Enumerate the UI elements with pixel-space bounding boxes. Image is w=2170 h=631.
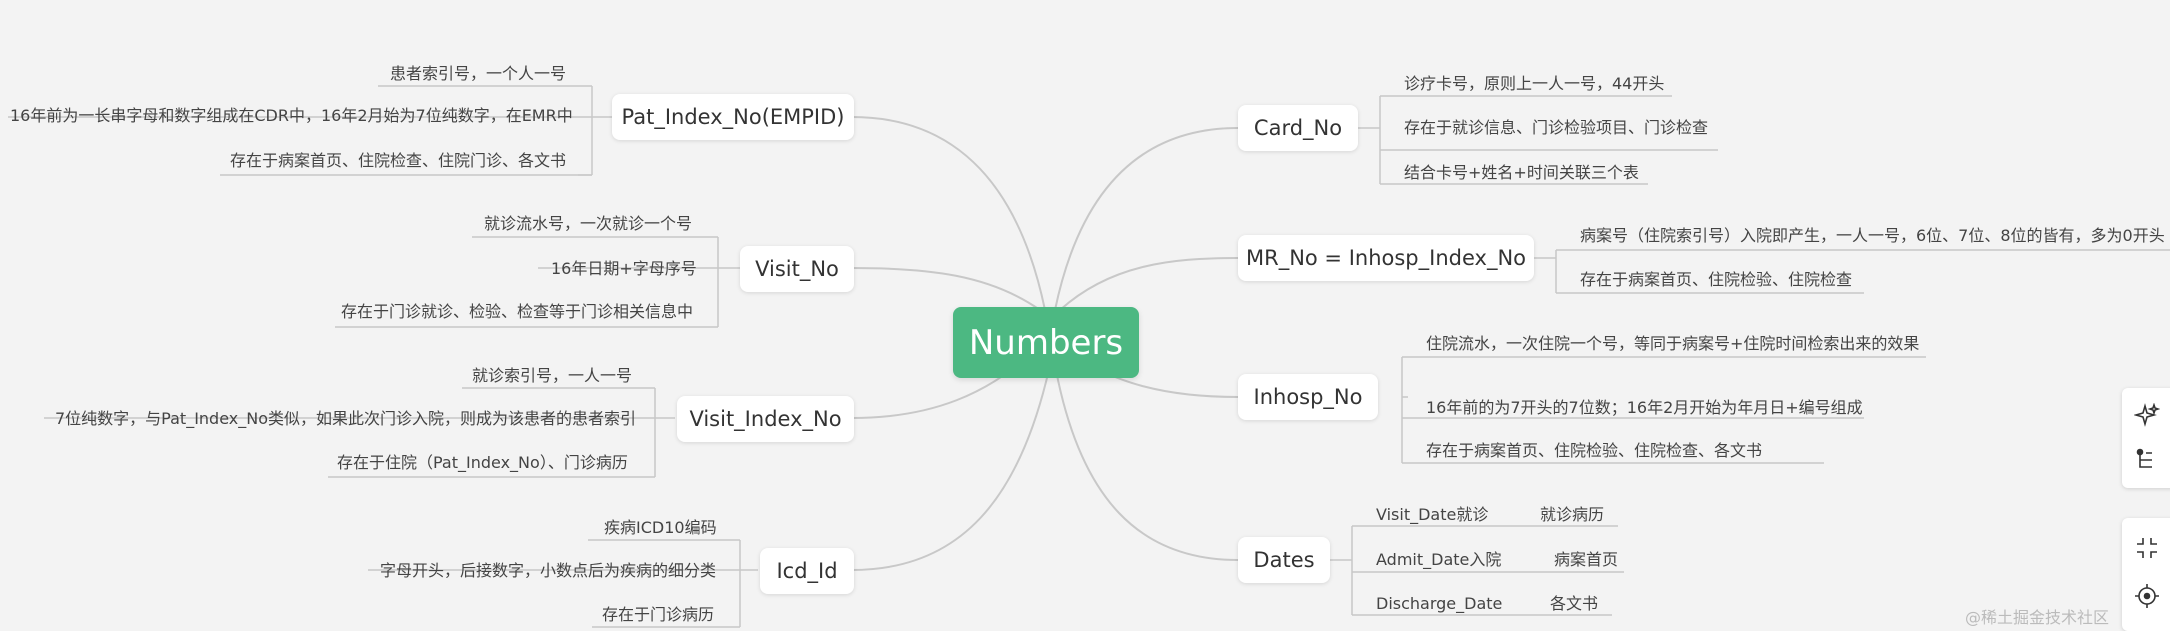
leaf-card-3[interactable]: 结合卡号+姓名+时间关联三个表 — [1404, 163, 1639, 182]
topic-pat-index-no[interactable]: Pat_Index_No(EMPID) — [612, 94, 854, 140]
topic-label: Card_No — [1253, 116, 1343, 140]
leaf-dates-discharge-note[interactable]: 各文书 — [1550, 594, 1599, 613]
topic-dates[interactable]: Dates — [1238, 537, 1330, 583]
leaf-dates-admit-name[interactable]: Admit_Date入院 — [1376, 550, 1502, 569]
topic-label: MR_No = Inhosp_Index_No — [1245, 246, 1526, 270]
topic-icd-id[interactable]: Icd_Id — [760, 548, 854, 594]
topic-label: Pat_Index_No(EMPID) — [621, 105, 845, 129]
leaf-mr-2[interactable]: 存在于病案首页、住院检验、住院检查 — [1580, 270, 1853, 289]
leaf-icd-3[interactable]: 存在于门诊病历 — [602, 605, 715, 624]
topic-inhosp-no[interactable]: Inhosp_No — [1238, 374, 1378, 420]
leaf-visit-index-3[interactable]: 存在于住院（Pat_Index_No）、门诊病历 — [337, 453, 628, 472]
leaf-visit-index-2[interactable]: 7位纯数字，与Pat_Index_No类似，如果此次门诊入院，则成为该患者的患者… — [55, 409, 636, 428]
leaf-pat-index-2[interactable]: 16年前为一长串字母和数字组成在CDR中，16年2月始为7位纯数字，在EMR中 — [10, 106, 573, 125]
topic-label: Dates — [1253, 548, 1315, 572]
leaf-dates-admit-note[interactable]: 病案首页 — [1554, 550, 1619, 569]
leaf-inhosp-1[interactable]: 住院流水，一次住院一个号，等同于病案号+住院时间检索出来的效果 — [1426, 334, 1920, 353]
leaf-dates-visit-name[interactable]: Visit_Date就诊 — [1376, 505, 1489, 524]
topic-visit-no[interactable]: Visit_No — [740, 246, 854, 292]
leaf-mr-1[interactable]: 病案号（住院索引号）入院即产生，一人一号，6位、7位、8位的皆有，多为0开头 — [1580, 226, 2165, 245]
leaf-icd-1[interactable]: 疾病ICD10编码 — [604, 518, 717, 537]
side-toolbar-bottom — [2122, 518, 2170, 631]
leaf-card-1[interactable]: 诊疗卡号，原则上一人一号，44开头 — [1404, 74, 1665, 93]
watermark: @稀土掘金技术社区 — [1965, 608, 2110, 627]
topic-label: Inhosp_No — [1253, 385, 1363, 409]
topic-mr-no[interactable]: MR_No = Inhosp_Index_No — [1238, 235, 1534, 281]
topic-visit-index-no[interactable]: Visit_Index_No — [677, 396, 854, 442]
leaf-visit-no-3[interactable]: 存在于门诊就诊、检验、检查等于门诊相关信息中 — [341, 302, 694, 321]
topic-label: Icd_Id — [776, 559, 838, 583]
outline-tree-icon[interactable] — [2122, 440, 2170, 480]
topic-label: Visit_Index_No — [689, 407, 842, 431]
leaf-inhosp-2[interactable]: 16年前的为7开头的7位数；16年2月开始为年月日+编号组成 — [1426, 398, 1863, 417]
leaf-pat-index-1[interactable]: 患者索引号，一个人一号 — [390, 64, 567, 83]
leaf-dates-discharge-name[interactable]: Discharge_Date — [1376, 594, 1503, 613]
leaf-pat-index-3[interactable]: 存在于病案首页、住院检查、住院门诊、各文书 — [230, 151, 567, 170]
leaf-icd-2[interactable]: 字母开头，后接数字，小数点后为疾病的细分类 — [380, 561, 717, 580]
collapse-arrows-icon[interactable] — [2122, 528, 2170, 568]
leaf-visit-no-2[interactable]: 16年日期+字母序号 — [551, 259, 697, 278]
leaf-visit-no-1[interactable]: 就诊流水号，一次就诊一个号 — [484, 214, 693, 233]
leaf-visit-index-1[interactable]: 就诊索引号，一人一号 — [472, 366, 633, 385]
root-topic-label: Numbers — [968, 322, 1124, 363]
locate-center-icon[interactable] — [2122, 576, 2170, 616]
side-toolbar-top — [2122, 388, 2170, 488]
topic-label: Visit_No — [755, 257, 839, 281]
sparkle-star-icon[interactable] — [2122, 396, 2170, 436]
leaf-card-2[interactable]: 存在于就诊信息、门诊检验项目、门诊检查 — [1404, 118, 1709, 137]
topic-card-no[interactable]: Card_No — [1238, 105, 1358, 151]
leaf-dates-visit-note[interactable]: 就诊病历 — [1540, 505, 1605, 524]
root-topic[interactable]: Numbers — [953, 307, 1139, 378]
leaf-inhosp-3[interactable]: 存在于病案首页、住院检验、住院检查、各文书 — [1426, 441, 1763, 460]
